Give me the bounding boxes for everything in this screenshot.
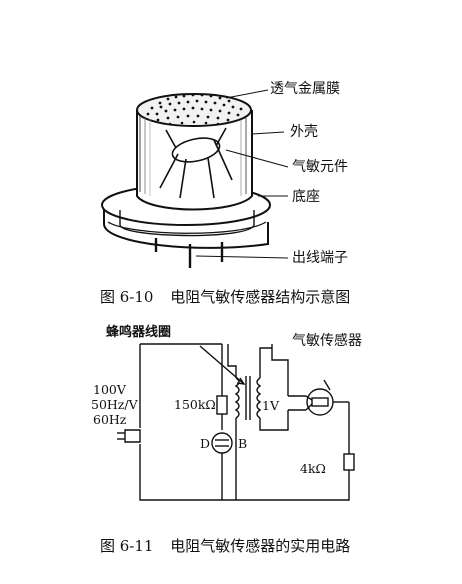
caption-number: 图 6-10 bbox=[100, 288, 154, 306]
figure-6-10-caption: 图 6-10 电阻气敏传感器结构示意图 bbox=[100, 290, 350, 305]
label-supply-voltage: 100V bbox=[93, 382, 126, 397]
leader-lines bbox=[195, 89, 289, 259]
label-d: D bbox=[200, 436, 211, 451]
caption-text: 电阻气敏传感器结构示意图 bbox=[170, 288, 351, 306]
label-supply-freq2: 60Hz bbox=[93, 412, 127, 427]
caption-text: 电阻气敏传感器的实用电路 bbox=[170, 537, 351, 555]
label-base: 底座 bbox=[292, 189, 320, 205]
secondary-wire bbox=[259, 344, 289, 396]
label-terminal: 出线端子 bbox=[292, 250, 348, 266]
label-buzzer-coil: 蜂鸣器线圈 bbox=[106, 325, 172, 340]
label-r2: 4kΩ bbox=[300, 461, 326, 476]
figure-6-11-caption: 图 6-11 电阻气敏传感器的实用电路 bbox=[100, 539, 350, 554]
label-supply-freq: 50Hz/V bbox=[91, 397, 138, 412]
label-gas-sensor: 气敏传感器 bbox=[292, 333, 362, 349]
label-b: B bbox=[238, 436, 248, 451]
gas-sensing-element bbox=[159, 127, 233, 199]
caption-number: 图 6-11 bbox=[100, 537, 154, 555]
label-shell: 外壳 bbox=[290, 124, 318, 140]
power-plug-icon bbox=[117, 429, 141, 443]
buzzer-coil-leader bbox=[199, 345, 245, 385]
neon-lamp-icon bbox=[211, 432, 233, 454]
transformer-icon bbox=[234, 376, 262, 420]
supply-wire-bottom bbox=[139, 444, 350, 501]
label-element: 气敏元件 bbox=[292, 159, 348, 175]
label-v1: 1V bbox=[262, 398, 279, 413]
label-membrane: 透气金属膜 bbox=[270, 81, 340, 97]
label-r1: 150kΩ bbox=[174, 397, 216, 412]
resistor-4k bbox=[343, 453, 355, 471]
output-terminals bbox=[154, 238, 224, 268]
membrane-holes bbox=[146, 93, 243, 126]
resistor-150k bbox=[216, 395, 228, 415]
gas-sensor-symbol bbox=[305, 388, 349, 416]
